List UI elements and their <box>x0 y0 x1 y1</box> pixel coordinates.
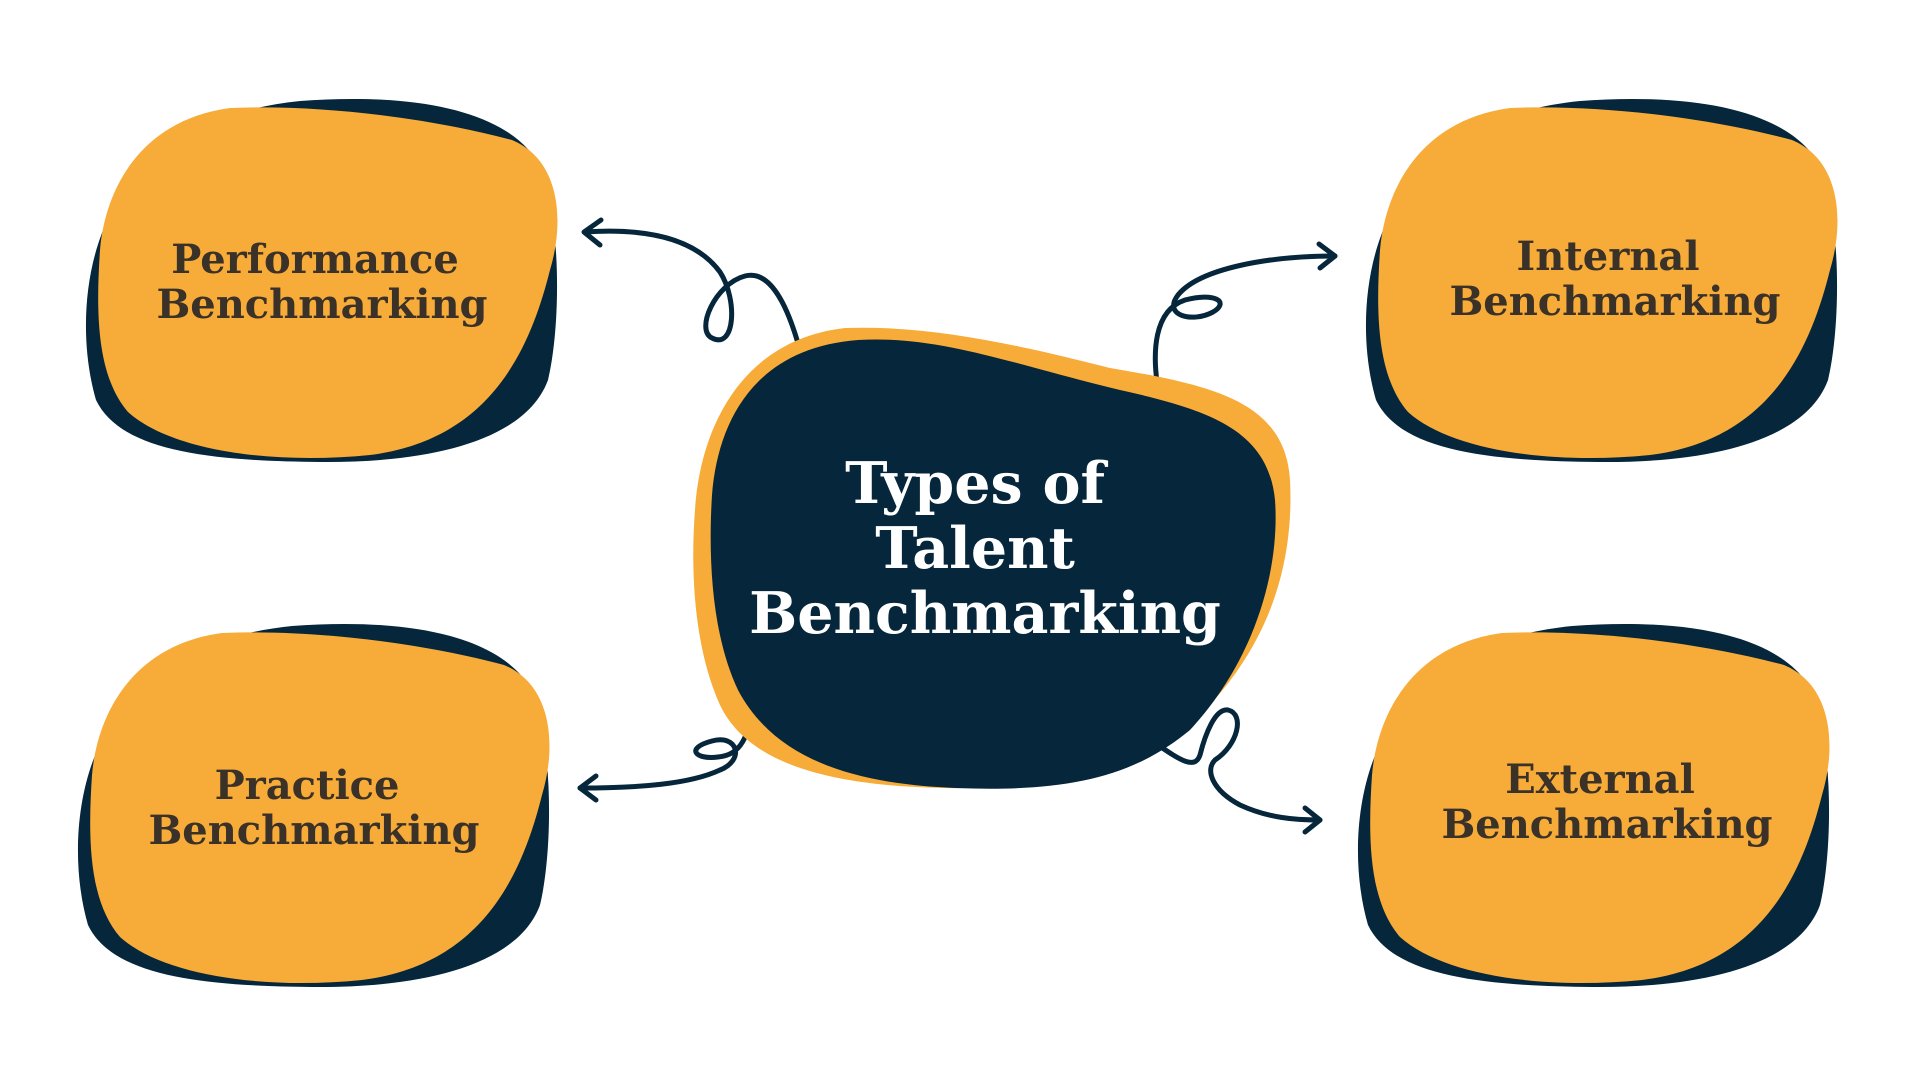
arrowhead-internal-icon <box>1316 241 1338 271</box>
arrowhead-practice-icon <box>577 773 599 803</box>
connector-arrow-performance <box>582 228 800 343</box>
node-performance-blob <box>98 107 558 459</box>
connector-arrow-internal <box>1152 253 1338 403</box>
node-external-line1: External <box>1505 756 1695 803</box>
node-internal-benchmarking: Internal Benchmarking <box>1365 98 1838 463</box>
center-topic: Types of Talent Benchmarking <box>693 327 1291 789</box>
node-performance-title: Performance Benchmarking <box>156 236 487 328</box>
center-navy-blob <box>710 339 1276 789</box>
center-title: Types of Talent Benchmarking <box>749 450 1221 647</box>
node-performance-line1: Performance <box>171 236 459 283</box>
node-external-blob <box>1370 632 1830 984</box>
center-title-line2: Talent <box>875 515 1075 582</box>
node-performance-benchmarking: Performance Benchmarking <box>85 98 558 463</box>
node-external-line2: Benchmarking <box>1441 801 1772 848</box>
center-title-line1: Types of <box>845 450 1108 517</box>
node-internal-line1: Internal <box>1517 233 1700 280</box>
connector-arrow-practice <box>577 699 758 791</box>
node-internal-blob <box>1378 107 1838 459</box>
node-practice-title: Practice Benchmarking <box>148 762 479 854</box>
center-title-line3: Benchmarking <box>749 580 1221 647</box>
arrowhead-external-icon <box>1302 805 1323 835</box>
node-performance-line2: Benchmarking <box>156 281 487 328</box>
node-internal-title: Internal Benchmarking <box>1449 233 1780 325</box>
node-internal-line2: Benchmarking <box>1449 278 1780 325</box>
node-practice-benchmarking: Practice Benchmarking <box>77 623 550 988</box>
connector-arrow-external <box>1155 707 1323 823</box>
node-practice-line1: Practice <box>215 762 400 809</box>
node-practice-blob <box>90 632 550 984</box>
node-external-title: External Benchmarking <box>1441 756 1772 848</box>
arrowhead-performance-icon <box>581 217 604 248</box>
node-practice-line2: Benchmarking <box>148 807 479 854</box>
node-external-benchmarking: External Benchmarking <box>1357 623 1830 988</box>
